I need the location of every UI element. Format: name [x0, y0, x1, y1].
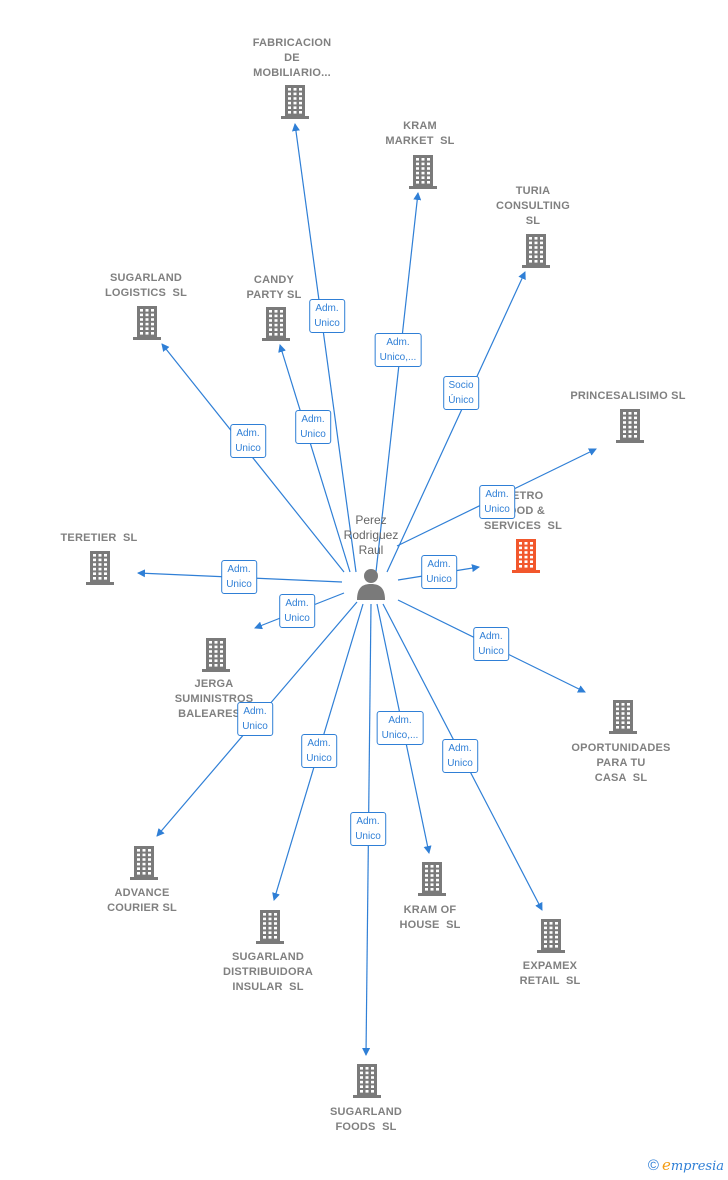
company-name: KRAM OF HOUSE SL [399, 904, 461, 931]
building-icon [202, 638, 230, 672]
building-icon [262, 307, 290, 341]
company-name: KRAM MARKET SL [385, 120, 455, 147]
company-name: PRINCESALISIMO SL [570, 390, 686, 402]
relation-label-candy-party[interactable]: Adm. Unico [295, 410, 331, 444]
edge-fabricacion [291, 123, 357, 573]
footer-brand: ©empresia [648, 1156, 724, 1174]
company-name: FABRICACION DE MOBILIARIO... [252, 37, 332, 79]
edge-turia [386, 271, 526, 573]
relation-label-advance[interactable]: Adm. Unico [237, 702, 273, 736]
company-name: EXPAMEX RETAIL SL [519, 960, 581, 987]
company-name: ADVANCE COURIER SL [107, 887, 177, 914]
edge-sugarland-logistics [161, 343, 345, 573]
company-name: OPORTUNIDADES PARA TU CASA SL [571, 742, 671, 784]
building-icon [616, 409, 644, 443]
relation-label-kram-market[interactable]: Adm. Unico,... [374, 333, 422, 367]
relation-label-fabricacion[interactable]: Adm. Unico [309, 299, 345, 333]
company-name: CANDY PARTY SL [246, 274, 302, 301]
building-icon [281, 85, 309, 119]
building-icon [133, 306, 161, 340]
building-icon [353, 1064, 381, 1098]
relation-label-metro-food[interactable]: Adm. Unico [421, 555, 457, 589]
relation-label-sugarland-foods[interactable]: Adm. Unico [350, 812, 386, 846]
building-icon [418, 862, 446, 896]
relation-label-sugarland-distribuidora[interactable]: Adm. Unico [301, 734, 337, 768]
building-icon [537, 919, 565, 953]
relation-label-jerga[interactable]: Adm. Unico [279, 594, 315, 628]
company-name: SUGARLAND FOODS SL [329, 1106, 403, 1133]
copyright-symbol: © [647, 1157, 659, 1174]
relation-label-sugarland-logistics[interactable]: Adm. Unico [230, 424, 266, 458]
edge-candy-party [278, 344, 351, 573]
company-name: TERETIER SL [60, 532, 138, 544]
relation-label-expamex[interactable]: Adm. Unico [442, 739, 478, 773]
company-name: JERGA SUMINISTROS BALEARES... [174, 678, 254, 720]
relation-label-kram-house[interactable]: Adm. Unico,... [376, 711, 424, 745]
relation-label-princesalisimo[interactable]: Adm. Unico [479, 485, 515, 519]
person-node[interactable] [355, 567, 387, 606]
person-icon [357, 569, 385, 600]
brand-name: mpresia [670, 1159, 724, 1174]
relation-label-oportunidades[interactable]: Adm. Unico [473, 627, 509, 661]
company-name: SUGARLAND LOGISTICS SL [104, 272, 188, 299]
building-icon [522, 234, 550, 268]
person-name: Perez Rodriguez Raul [343, 513, 399, 557]
building-icon [256, 910, 284, 944]
building-icon [86, 551, 114, 585]
building-icon [512, 539, 540, 573]
edge-kram-market [375, 192, 422, 573]
building-icon [609, 700, 637, 734]
building-icon [130, 846, 158, 880]
company-name: TURIA CONSULTING SL [496, 185, 570, 227]
relation-label-turia[interactable]: Socio Único [443, 376, 479, 410]
company-name: SUGARLAND DISTRIBUIDORA INSULAR SL [223, 951, 313, 993]
relation-label-teretier[interactable]: Adm. Unico [221, 560, 257, 594]
building-icon [409, 155, 437, 189]
brand-logo-e: e [661, 1156, 671, 1174]
